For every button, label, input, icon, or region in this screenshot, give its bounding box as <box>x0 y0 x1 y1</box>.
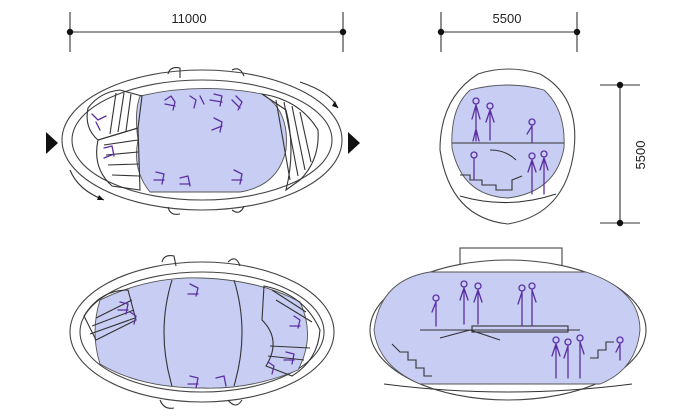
standing-figures-lower <box>470 150 549 195</box>
standing-figures-upper <box>471 97 536 143</box>
section-marker-left-icon <box>46 132 58 154</box>
dimension-section-width: 5500 <box>437 11 581 52</box>
seated-figures <box>91 93 243 187</box>
lower-interior-floor <box>94 277 308 389</box>
plan-upper-level <box>61 67 343 215</box>
right-stairs <box>261 93 319 192</box>
section-marker-right-icon <box>348 132 360 154</box>
lower-figures <box>117 283 301 389</box>
section-interior <box>451 84 565 199</box>
plan-lower-level <box>69 255 335 409</box>
section-height-label: 5500 <box>633 141 648 170</box>
lower-right-stairs <box>261 285 321 377</box>
left-stairs <box>86 89 143 191</box>
long-section <box>369 247 647 401</box>
cross-section <box>439 68 576 225</box>
dimension-section-height: 5500 <box>600 81 648 227</box>
plan-width-label: 11000 <box>171 11 206 26</box>
interior-floor <box>135 88 287 193</box>
section-width-label: 5500 <box>493 11 522 26</box>
dimension-plan-width: 11000 <box>66 11 347 52</box>
long-section-figures <box>431 280 624 379</box>
long-section-interior <box>373 271 641 385</box>
